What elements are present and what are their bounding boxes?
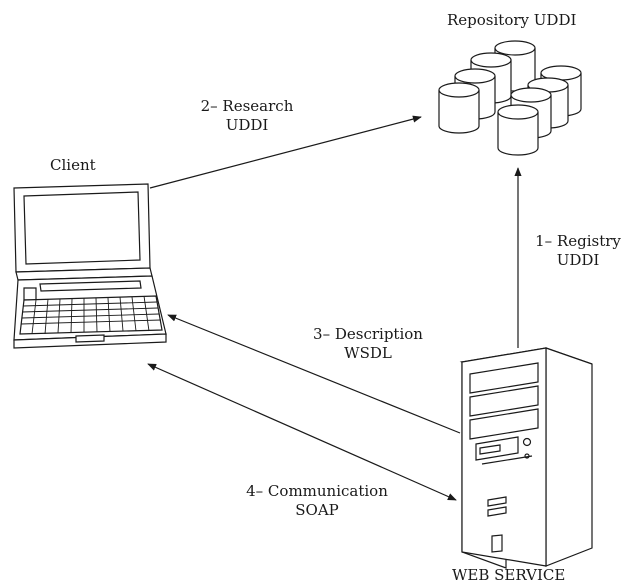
edge-registry-label: 1– Registry UDDI <box>528 232 628 270</box>
edge-communication-label-line2: SOAP <box>295 501 339 519</box>
edge-research-label-line1: 2– Research <box>200 97 294 115</box>
database-cylinders-icon <box>439 41 581 155</box>
edge-research-label: 2– Research UDDI <box>192 97 302 135</box>
edge-description-label-line1: 3– Description <box>313 325 423 343</box>
database-cylinder <box>439 83 479 133</box>
edge-communication-label-line1: 4– Communication <box>246 482 388 500</box>
laptop-icon <box>14 184 166 348</box>
repository-label: Repository UDDI <box>447 11 577 29</box>
edge-description-label: 3– Description WSDL <box>298 325 438 363</box>
database-cylinder <box>498 105 538 155</box>
edge-research-arrow <box>150 115 422 188</box>
edge-registry-label-line2: UDDI <box>556 251 600 269</box>
edge-communication-label: 4– Communication SOAP <box>232 482 402 520</box>
client-label: Client <box>50 156 96 174</box>
edge-communication-arrow <box>147 364 457 500</box>
tower-server-icon <box>462 348 592 568</box>
edge-research-label-line2: UDDI <box>225 116 269 134</box>
server-label: WEB SERVICE <box>452 566 566 584</box>
edge-registry-label-line1: 1– Registry <box>535 232 621 250</box>
edge-description-label-line2: WSDL <box>344 344 392 362</box>
